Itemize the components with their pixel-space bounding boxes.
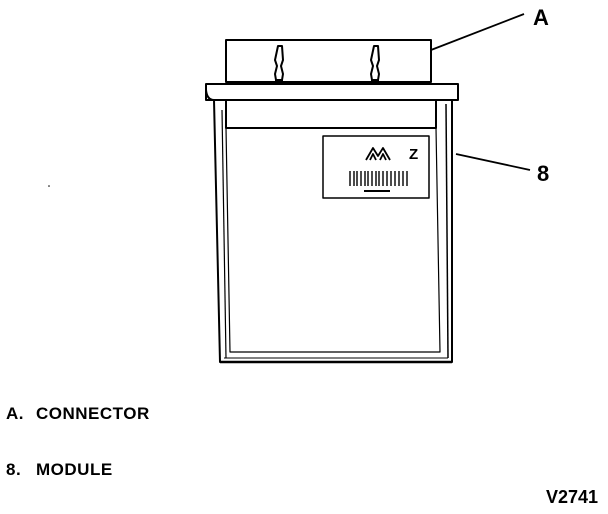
legend-key: A. — [6, 404, 24, 423]
leader-line-b — [455, 153, 531, 171]
callout-a: A — [533, 5, 549, 30]
connector — [225, 39, 432, 86]
figure-code: V2741 — [545, 487, 598, 507]
callout-b: 8 — [537, 161, 549, 186]
legend-item-module: 8. MODULE — [6, 460, 113, 480]
leader-line-a — [430, 13, 525, 51]
legend-label: MODULE — [36, 460, 113, 479]
plate-code: Z — [409, 146, 418, 163]
logo-icon — [365, 147, 391, 161]
stray-dot — [48, 185, 50, 187]
connector-pin-left — [274, 45, 284, 86]
label-plate — [322, 135, 430, 199]
connector-pin-right — [370, 45, 380, 86]
module-housing — [205, 83, 459, 364]
legend-label: CONNECTOR — [36, 404, 150, 423]
legend-item-connector: A. CONNECTOR — [6, 404, 150, 424]
legend-key: 8. — [6, 460, 22, 479]
barcode-icon — [349, 171, 408, 192]
